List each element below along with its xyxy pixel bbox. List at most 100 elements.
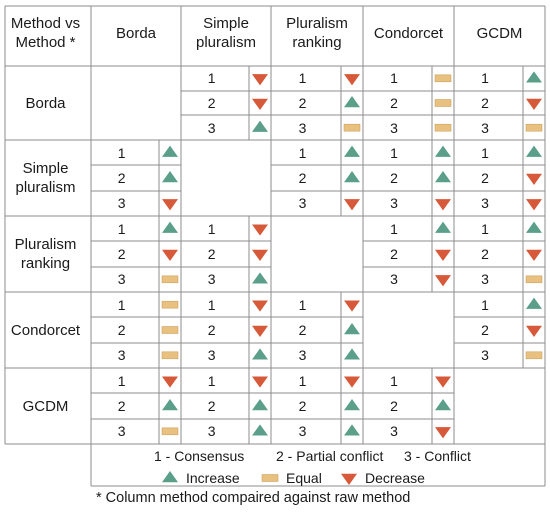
conflict-level-number: 2 bbox=[117, 398, 126, 414]
decrease-icon bbox=[252, 300, 268, 312]
decrease-icon bbox=[162, 199, 178, 211]
conflict-level-number: 1 bbox=[207, 70, 216, 87]
conflict-level-number: 1 bbox=[117, 296, 126, 313]
column-header-gcdm: GCDM bbox=[476, 24, 523, 42]
increase-icon bbox=[344, 171, 360, 183]
equal-icon bbox=[161, 300, 179, 309]
conflict-level-number: 2 bbox=[390, 95, 398, 111]
equal-icon bbox=[161, 427, 179, 436]
increase-icon bbox=[252, 399, 268, 411]
decrease-icon bbox=[435, 199, 451, 211]
decrease-icon bbox=[252, 376, 268, 388]
conflict-level-number: 1 bbox=[481, 296, 489, 313]
conflict-level-number: 3 bbox=[481, 271, 489, 288]
equal-icon bbox=[161, 275, 179, 284]
decrease-icon bbox=[526, 98, 542, 110]
equal-icon bbox=[525, 123, 543, 132]
conflict-level-number: 2 bbox=[481, 95, 489, 111]
increase-icon bbox=[344, 96, 360, 108]
footnote: * Column method compaired against raw me… bbox=[96, 490, 411, 506]
conflict-level-number: 3 bbox=[117, 195, 126, 212]
decrease-icon bbox=[344, 74, 360, 86]
conflict-level-number: 1 bbox=[207, 296, 216, 313]
equal-icon bbox=[525, 351, 543, 360]
increase-icon bbox=[435, 221, 451, 233]
legend-partial-conflict: 2 - Partial conflict bbox=[276, 448, 384, 464]
conflict-level-number: 2 bbox=[390, 170, 398, 186]
conflict-level-number: 2 bbox=[117, 246, 126, 262]
decrease-icon bbox=[344, 300, 360, 312]
increase-icon bbox=[162, 399, 178, 411]
conflict-level-number: 2 bbox=[117, 322, 126, 338]
conflict-level-number: 3 bbox=[298, 347, 307, 364]
conflict-level-number: 2 bbox=[481, 322, 489, 338]
conflict-level-number: 2 bbox=[207, 95, 216, 111]
decrease-icon bbox=[435, 427, 451, 439]
decrease-icon bbox=[435, 275, 451, 287]
increase-icon bbox=[435, 171, 451, 183]
increase-icon bbox=[526, 297, 542, 309]
decrease-icon bbox=[252, 98, 268, 110]
increase-icon bbox=[526, 145, 542, 157]
equal-icon bbox=[434, 74, 452, 83]
conflict-level-number: 1 bbox=[117, 144, 126, 161]
conflict-level-number: 1 bbox=[390, 144, 398, 161]
conflict-level-number: 3 bbox=[298, 423, 307, 440]
decrease-icon bbox=[252, 249, 268, 261]
decrease-icon bbox=[526, 199, 542, 211]
legend-decrease-label: Decrease bbox=[365, 470, 425, 486]
conflict-level-number: 2 bbox=[207, 246, 216, 262]
increase-icon bbox=[344, 348, 360, 360]
conflict-level-number: 2 bbox=[298, 398, 307, 414]
row-header-simple-pluralism: Simple pluralism bbox=[15, 160, 76, 196]
conflict-level-number: 3 bbox=[481, 195, 489, 212]
conflict-level-number: 3 bbox=[481, 119, 489, 136]
increase-icon bbox=[344, 399, 360, 411]
increase-icon bbox=[252, 348, 268, 360]
equal-icon bbox=[161, 326, 179, 334]
conflict-level-number: 2 bbox=[390, 246, 398, 262]
equal-icon bbox=[525, 275, 543, 284]
row-header-pluralism-ranking: Pluralism ranking bbox=[14, 236, 77, 272]
conflict-level-number: 1 bbox=[117, 220, 126, 237]
legend-conflict: 3 - Conflict bbox=[404, 448, 471, 464]
conflict-level-number: 2 bbox=[207, 398, 216, 414]
increase-icon bbox=[344, 323, 360, 335]
decrease-icon bbox=[526, 249, 542, 261]
conflict-level-number: 1 bbox=[390, 70, 398, 87]
decrease-icon bbox=[162, 376, 178, 388]
conflict-level-number: 3 bbox=[481, 347, 489, 364]
increase-icon bbox=[344, 145, 360, 157]
conflict-level-number: 3 bbox=[117, 423, 126, 440]
conflict-level-number: 1 bbox=[390, 372, 398, 389]
corner-header: Method vs Method * bbox=[10, 15, 81, 51]
legend-increase-label: Increase bbox=[186, 470, 240, 486]
decrease-icon bbox=[252, 224, 268, 236]
conflict-level-number: 1 bbox=[298, 296, 307, 313]
column-header-condorcet: Condorcet bbox=[373, 24, 444, 42]
increase-icon bbox=[435, 145, 451, 157]
conflict-level-number: 2 bbox=[117, 170, 126, 186]
conflict-level-number: 2 bbox=[207, 322, 216, 338]
decrease-icon bbox=[344, 376, 360, 388]
conflict-level-number: 1 bbox=[481, 70, 489, 87]
conflict-level-number: 1 bbox=[207, 220, 216, 237]
equal-icon bbox=[434, 99, 452, 107]
decrease-icon bbox=[252, 74, 268, 86]
equal-icon bbox=[161, 351, 179, 360]
conflict-level-number: 3 bbox=[390, 423, 398, 440]
equal-icon bbox=[261, 474, 279, 482]
conflict-level-number: 3 bbox=[298, 119, 307, 136]
conflict-level-number: 2 bbox=[298, 170, 307, 186]
decrease-icon bbox=[252, 325, 268, 337]
decrease-icon bbox=[341, 473, 357, 485]
conflict-level-number: 1 bbox=[481, 220, 489, 237]
decrease-icon bbox=[526, 325, 542, 337]
row-header-borda: Borda bbox=[25, 94, 66, 112]
decrease-icon bbox=[435, 249, 451, 261]
conflict-level-number: 1 bbox=[298, 70, 307, 87]
conflict-level-number: 3 bbox=[207, 423, 216, 440]
conflict-level-number: 3 bbox=[207, 119, 216, 136]
conflict-level-number: 3 bbox=[207, 347, 216, 364]
